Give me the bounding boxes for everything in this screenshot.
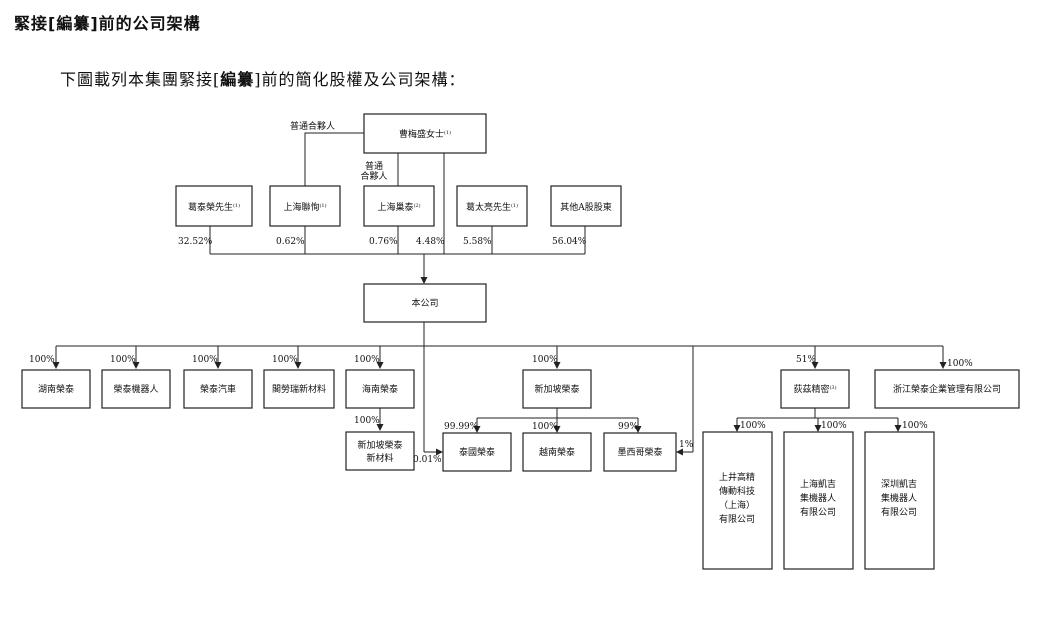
pct-sg-material: 100% xyxy=(354,416,380,426)
pct-disi: 51% xyxy=(796,355,816,365)
pct-thai-company: 0.01% xyxy=(413,455,442,465)
svg-text:上海巢泰(2): 上海巢泰(2) xyxy=(377,201,420,213)
svg-text:越南榮泰: 越南榮泰 xyxy=(539,446,575,458)
node-kaiji-sh: 上海凱吉 集機器人 有限公司 xyxy=(783,431,854,570)
node-auto: 榮泰汽車 xyxy=(183,369,253,409)
node-hunan: 湖南榮泰 xyxy=(21,369,91,409)
node-sh-chaotai: 上海巢泰(2) xyxy=(363,185,435,227)
svg-text:新材料: 新材料 xyxy=(366,452,393,464)
svg-text:集機器人: 集機器人 xyxy=(881,492,917,504)
pct-vietnam: 100% xyxy=(532,422,558,432)
svg-text:本公司: 本公司 xyxy=(411,297,438,309)
svg-text:（上海）: （上海） xyxy=(719,499,755,511)
svg-text:上海聯恂(1): 上海聯恂(1) xyxy=(283,201,326,213)
gp-label-1: 普通合夥人 xyxy=(290,120,335,132)
relation-labels: 普通合夥人 普通 合夥人 32.52% 0.62% 0.76% 4.48% 5.… xyxy=(29,120,973,465)
intro-text: 下圖載列本集團緊接[編纂]前的簡化股權及公司架構： xyxy=(60,70,466,89)
node-sh-lianxun: 上海聯恂(1) xyxy=(269,185,341,227)
connector-lines xyxy=(52,132,947,456)
node-shangjing: 上井高精 傳動科技 （上海） 有限公司 xyxy=(702,431,773,570)
svg-text:葛太亮先生(1): 葛太亮先生(1) xyxy=(466,201,518,213)
svg-text:新加坡榮泰: 新加坡榮泰 xyxy=(534,383,579,395)
node-hainan: 海南榮泰 xyxy=(345,369,415,409)
pct-robot: 100% xyxy=(110,355,136,365)
node-mexico: 墨西哥榮泰 xyxy=(603,432,677,472)
pct-other: 56.04% xyxy=(552,237,587,247)
pct-kaiji-sh: 100% xyxy=(821,421,847,431)
node-kaiji-sz: 深圳凱吉 集機器人 有限公司 xyxy=(864,431,935,570)
svg-text:有限公司: 有限公司 xyxy=(800,506,836,518)
pct-hunan: 100% xyxy=(29,355,55,365)
pct-ge-rong: 32.52% xyxy=(178,237,213,247)
svg-text:傳動科技: 傳動科技 xyxy=(719,485,755,497)
node-disi: 荻茲精密(3) xyxy=(780,369,850,409)
node-ge-rong: 葛泰榮先生(1) xyxy=(175,185,253,227)
node-cao: 曹梅盛女士(1) xyxy=(363,113,487,154)
svg-text:深圳凱吉: 深圳凱吉 xyxy=(881,479,917,490)
pct-ge-liang: 5.58% xyxy=(463,237,492,247)
node-company: 本公司 xyxy=(363,283,487,323)
gp-label-2a: 普通 xyxy=(365,160,383,172)
svg-text:泰國榮泰: 泰國榮泰 xyxy=(459,446,495,458)
pct-lianxun: 0.62% xyxy=(276,237,305,247)
svg-text:海南榮泰: 海南榮泰 xyxy=(362,383,398,395)
node-other-a: 其他A股股東 xyxy=(550,185,622,227)
section-title: 緊接[編纂]前的公司架構 xyxy=(14,14,201,33)
svg-text:有限公司: 有限公司 xyxy=(719,513,755,525)
node-material: 閣勞瑞新材料 xyxy=(263,369,335,409)
svg-text:閣勞瑞新材料: 閣勞瑞新材料 xyxy=(272,383,326,395)
svg-text:墨西哥榮泰: 墨西哥榮泰 xyxy=(617,446,662,458)
node-thai: 泰國榮泰 xyxy=(442,432,512,472)
pct-chaotai: 0.76% xyxy=(369,237,398,247)
pct-mexico-company: 1% xyxy=(679,440,694,450)
pct-cao: 4.48% xyxy=(416,237,445,247)
svg-text:有限公司: 有限公司 xyxy=(881,506,917,518)
node-ge-liang: 葛太亮先生(1) xyxy=(456,185,528,227)
svg-text:上井高精: 上井高精 xyxy=(719,471,755,483)
node-robot: 榮泰機器人 xyxy=(101,369,171,409)
pct-shangjing: 100% xyxy=(740,421,766,431)
svg-text:榮泰機器人: 榮泰機器人 xyxy=(113,383,158,395)
svg-text:榮泰汽車: 榮泰汽車 xyxy=(200,383,236,395)
svg-text:湖南榮泰: 湖南榮泰 xyxy=(38,383,74,395)
svg-text:新加坡榮泰: 新加坡榮泰 xyxy=(357,439,402,451)
pct-zhejiang: 100% xyxy=(947,359,973,369)
svg-text:浙江榮泰企業管理有限公司: 浙江榮泰企業管理有限公司 xyxy=(893,383,1001,395)
node-sg-material: 新加坡榮泰 新材料 xyxy=(345,431,415,471)
svg-text:上海凱吉: 上海凱吉 xyxy=(800,478,836,490)
pct-thai-sg: 99.99% xyxy=(444,422,479,432)
svg-text:荻茲精密(3): 荻茲精密(3) xyxy=(793,383,836,395)
pct-auto: 100% xyxy=(192,355,218,365)
node-zhejiang: 浙江榮泰企業管理有限公司 xyxy=(874,369,1020,409)
svg-text:其他A股股東: 其他A股股東 xyxy=(560,201,612,213)
node-vietnam: 越南榮泰 xyxy=(522,432,592,472)
node-sg: 新加坡榮泰 xyxy=(522,369,592,409)
svg-text:曹梅盛女士(1): 曹梅盛女士(1) xyxy=(399,128,451,140)
gp-label-2b: 合夥人 xyxy=(360,170,387,182)
pct-sg: 100% xyxy=(532,355,558,365)
svg-text:集機器人: 集機器人 xyxy=(800,492,836,504)
pct-hainan: 100% xyxy=(354,355,380,365)
pct-mexico: 99% xyxy=(618,422,638,432)
pct-material: 100% xyxy=(272,355,298,365)
svg-text:葛泰榮先生(1): 葛泰榮先生(1) xyxy=(188,201,240,213)
pct-kaiji-sz: 100% xyxy=(902,421,928,431)
